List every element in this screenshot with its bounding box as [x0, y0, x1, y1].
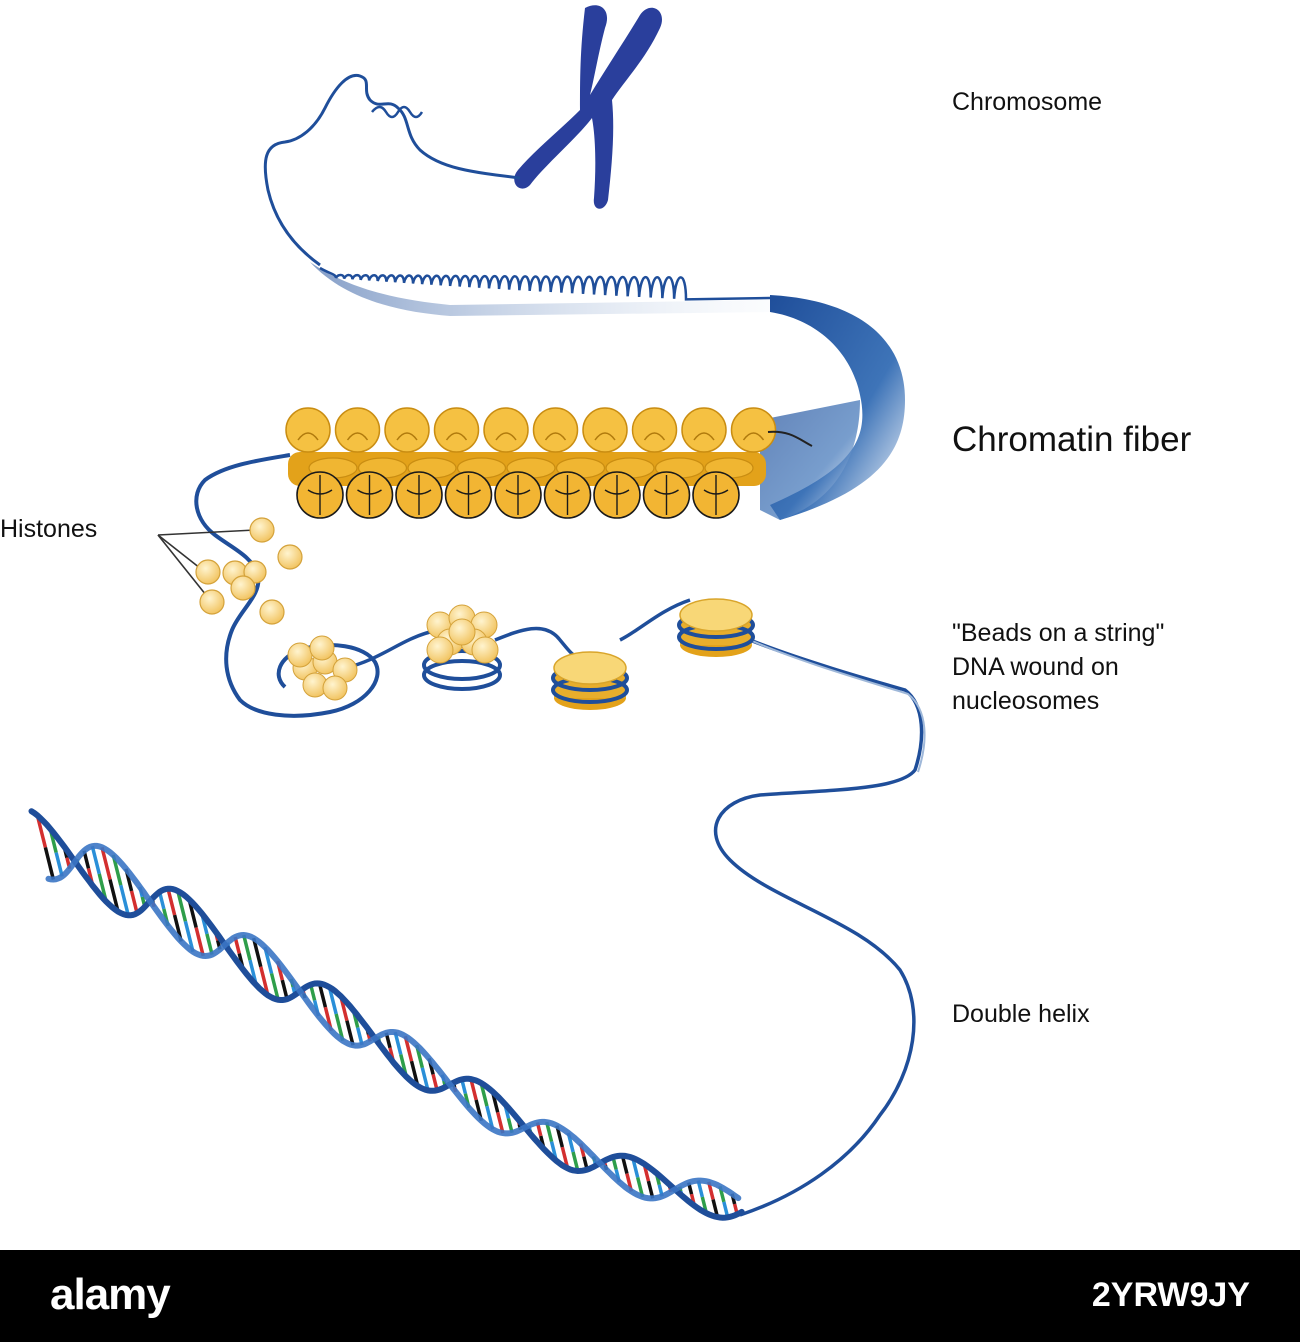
base-pair: [327, 986, 338, 1015]
histone-octamer-bead: [322, 675, 348, 701]
base-pair: [393, 1031, 403, 1055]
base-pair: [420, 1067, 430, 1091]
fiber-bead-top-mark: [346, 432, 369, 441]
fiber-bead-top: [285, 407, 331, 453]
label-double-helix: Double helix: [952, 1000, 1090, 1028]
fiber-bead-top: [582, 407, 628, 453]
fiber-bead-top: [532, 407, 579, 453]
histone-octamer-bead: [471, 636, 499, 664]
chromatin-fiber-solenoid: [285, 407, 777, 519]
label-beads-line-1: "Beads on a string": [952, 619, 1165, 647]
nucleosome-disk-a-top: [553, 651, 627, 685]
histone-bead: [249, 517, 275, 543]
nucleosome-disk-b-top: [679, 598, 753, 632]
histone-octamer-bead: [448, 618, 476, 646]
fiber-bead-top: [483, 407, 529, 453]
fiber-bead-top-mark: [495, 432, 517, 441]
fiber-bead-top: [681, 407, 727, 453]
dna-strand-upper: [263, 73, 521, 267]
base-pair: [251, 937, 263, 968]
base-pair: [269, 972, 280, 1001]
backbone-strand-1: [28, 808, 745, 1221]
double-helix: [28, 808, 745, 1221]
base-pair: [345, 1020, 355, 1046]
backbone-strand-2: [45, 842, 742, 1202]
fiber-bead-bottom-mark: [703, 475, 729, 515]
base-pair: [280, 979, 289, 1000]
base-pair: [469, 1078, 478, 1101]
fiber-bead-bottom-mark: [357, 475, 382, 515]
fiber-bead-top: [433, 407, 480, 453]
loop-domain-band: [310, 262, 771, 316]
label-chromatin-fiber: Chromatin fiber: [952, 420, 1192, 459]
histone-bead: [195, 559, 221, 585]
base-pair: [205, 933, 214, 955]
fiber-bead-bottom-mark: [604, 475, 630, 515]
histone-octamer-bead: [426, 636, 454, 664]
base-pair: [183, 920, 195, 953]
fiber-bead-bottom-mark: [505, 475, 531, 515]
fiber-bead-bottom-mark: [456, 475, 481, 515]
watermark-footer-bar: alamy 2YRW9JY: [0, 1250, 1300, 1342]
beads-string: [344, 598, 924, 1217]
fiber-bead-top-mark: [742, 432, 765, 441]
base-pair: [194, 927, 205, 957]
histone-octamer-bead: [287, 642, 313, 668]
base-pair: [119, 884, 131, 916]
base-pair: [495, 1111, 505, 1134]
ribbon-fiber-backdrop: [760, 400, 860, 520]
fiber-bead-top: [334, 407, 381, 453]
dna-strand-middle: [194, 453, 380, 718]
nucleosomes: [287, 598, 755, 710]
label-beads-line-3: nucleosomes: [952, 687, 1100, 715]
loose-histones: [195, 517, 303, 625]
base-pair: [166, 888, 177, 916]
dna-strand-squiggle: [371, 105, 424, 119]
beads-string-fine: [749, 639, 926, 773]
chromosome-shape: [514, 5, 662, 209]
histone-bead: [230, 575, 256, 601]
image-code: 2YRW9JY: [1091, 1276, 1250, 1314]
histone-octamer-bead: [309, 635, 335, 661]
base-pair: [90, 845, 101, 875]
fiber-bead-top-mark: [396, 432, 418, 441]
histone-bead: [199, 589, 225, 615]
chromatin-structure-diagram: [28, 5, 926, 1221]
dna-wrap: [422, 649, 502, 681]
fiber-bead-top-mark: [693, 432, 715, 441]
ribbon-connector: [770, 295, 905, 520]
fiber-bead-bottom-mark: [406, 475, 432, 515]
base-pair: [242, 934, 252, 961]
fiber-bead-bottom-mark: [654, 475, 679, 515]
fiber-bead-top-mark: [297, 432, 319, 441]
fiber-bead-top-mark: [544, 432, 567, 441]
fiber-bead-top: [384, 407, 430, 453]
fiber-bead-top: [730, 407, 777, 453]
label-beads-on-a-string: "Beads on a string" DNA wound on nucleos…: [952, 616, 1164, 718]
base-pair: [176, 890, 188, 922]
histone-bead: [259, 599, 285, 625]
base-pair: [108, 879, 120, 912]
histone-bead: [277, 544, 303, 570]
dna-wrap: [422, 659, 502, 691]
fiber-bead-top: [631, 407, 678, 453]
base-pair: [317, 983, 328, 1008]
base-pair: [35, 815, 48, 848]
base-pair: [259, 966, 270, 996]
label-chromosome: Chromosome: [952, 88, 1103, 116]
base-pair: [43, 847, 56, 880]
fiber-bead-top-mark: [445, 432, 468, 441]
base-pair: [100, 846, 112, 880]
label-beads-line-2: DNA wound on: [952, 653, 1119, 681]
fiber-bead-bottom-mark: [555, 475, 580, 515]
fiber-bead-bottom-mark: [307, 475, 333, 515]
base-pair: [571, 1151, 580, 1172]
fiber-bead-top-mark: [643, 432, 666, 441]
base-pair: [129, 890, 139, 914]
base-pair: [54, 852, 64, 877]
alamy-logo: alamy: [50, 1270, 171, 1319]
fiber-bead-top-mark: [594, 432, 616, 441]
fiber-end-strand: [767, 430, 813, 447]
label-histones: Histones: [0, 515, 98, 543]
